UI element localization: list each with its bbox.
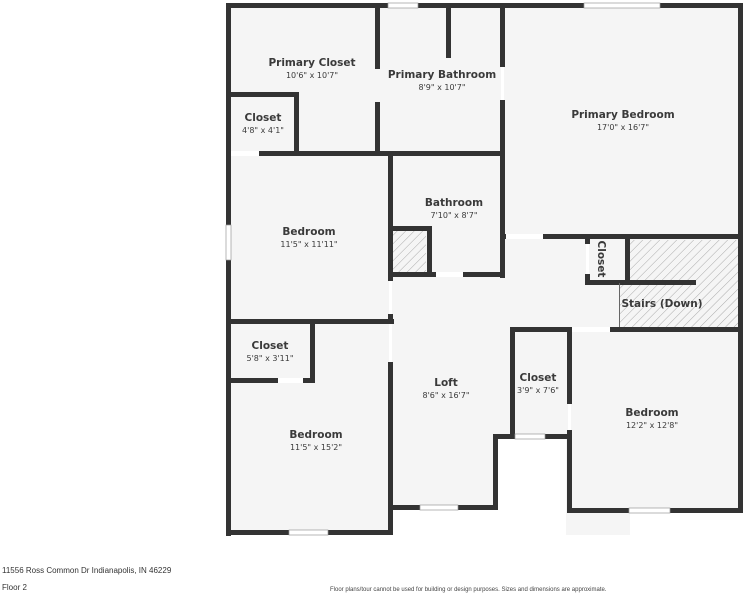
room-dimensions: 12'2" x 12'8"	[626, 421, 678, 430]
floor-fills	[230, 6, 740, 535]
room-dimensions: 5'8" x 3'11"	[246, 354, 293, 363]
room-closet-3: Closet 3'9" x 7'6"	[517, 372, 559, 395]
room-name: Bedroom	[282, 226, 335, 238]
property-address: 11556 Ross Common Dr Indianapolis, IN 46…	[2, 566, 172, 575]
room-dimensions: 11'5" x 15'2"	[290, 443, 342, 452]
room-bathroom: Bathroom 7'10" x 8'7"	[425, 197, 483, 220]
room-name: Primary Bathroom	[388, 69, 496, 81]
room-dimensions: 11'5" x 11'11"	[280, 240, 337, 249]
room-bedroom-1: Bedroom 11'5" x 11'11"	[280, 226, 337, 249]
room-stairs: Stairs (Down)	[621, 298, 702, 310]
room-name: Closet	[252, 340, 289, 352]
room-primary-closet: Primary Closet 10'6" x 10'7"	[268, 57, 355, 80]
disclaimer: Floor plans/tour cannot be used for buil…	[330, 587, 607, 593]
exterior-bottom	[393, 508, 513, 538]
room-closet-small: Closet 4'8" x 4'1"	[242, 112, 284, 135]
room-loft: Loft 8'6" x 16'7"	[422, 377, 469, 400]
room-dimensions: 3'9" x 7'6"	[517, 386, 559, 395]
room-primary-bathroom: Primary Bathroom 8'9" x 10'7"	[388, 69, 496, 92]
walls	[226, 3, 743, 536]
room-dimensions: 10'6" x 10'7"	[286, 71, 338, 80]
floor-label: Floor 2	[2, 583, 27, 592]
room-name: Closet	[595, 241, 607, 278]
room-name: Primary Closet	[268, 57, 355, 69]
room-hall-closet: Closet	[595, 241, 607, 278]
door-openings	[231, 67, 610, 430]
room-name: Loft	[434, 377, 458, 389]
room-name: Closet	[520, 372, 557, 384]
room-name: Primary Bedroom	[571, 109, 674, 121]
windows	[225, 2, 671, 536]
room-name: Closet	[245, 112, 282, 124]
room-primary-bedroom: Primary Bedroom 17'0" x 16'7"	[571, 109, 674, 132]
room-name: Stairs (Down)	[621, 298, 702, 310]
chase-hatch	[392, 231, 426, 273]
room-dimensions: 8'9" x 10'7"	[418, 83, 465, 92]
room-name: Bathroom	[425, 197, 483, 209]
room-name: Bedroom	[289, 429, 342, 441]
room-closet-2: Closet 5'8" x 3'11"	[246, 340, 293, 363]
room-dimensions: 4'8" x 4'1"	[242, 126, 284, 135]
room-bedroom-3: Bedroom 12'2" x 12'8"	[625, 407, 678, 430]
room-dimensions: 17'0" x 16'7"	[597, 123, 649, 132]
room-name: Bedroom	[625, 407, 678, 419]
room-bedroom-2: Bedroom 11'5" x 15'2"	[289, 429, 342, 452]
room-dimensions: 8'6" x 16'7"	[422, 391, 469, 400]
room-dimensions: 7'10" x 8'7"	[430, 211, 477, 220]
